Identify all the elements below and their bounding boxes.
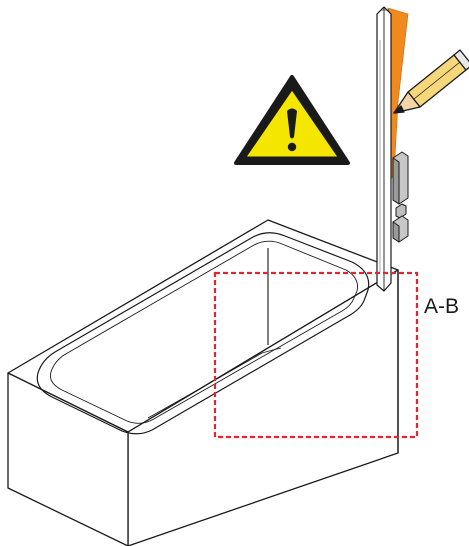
- glass-panel: [376, 6, 392, 292]
- basin-outer-edge: [36, 232, 370, 435]
- pencil-icon: [393, 49, 469, 114]
- bathtub-basin: [36, 232, 370, 435]
- callout-label: A-B: [424, 295, 459, 318]
- detail-frame-a-b: [213, 271, 419, 439]
- basin-inner-edge: [50, 240, 358, 424]
- bathtub: [7, 219, 399, 546]
- warning-triangle-icon: [234, 75, 350, 165]
- wall-bracket: [392, 151, 409, 243]
- bathtub-end-panel: [7, 372, 129, 546]
- basin-floor: [147, 352, 263, 419]
